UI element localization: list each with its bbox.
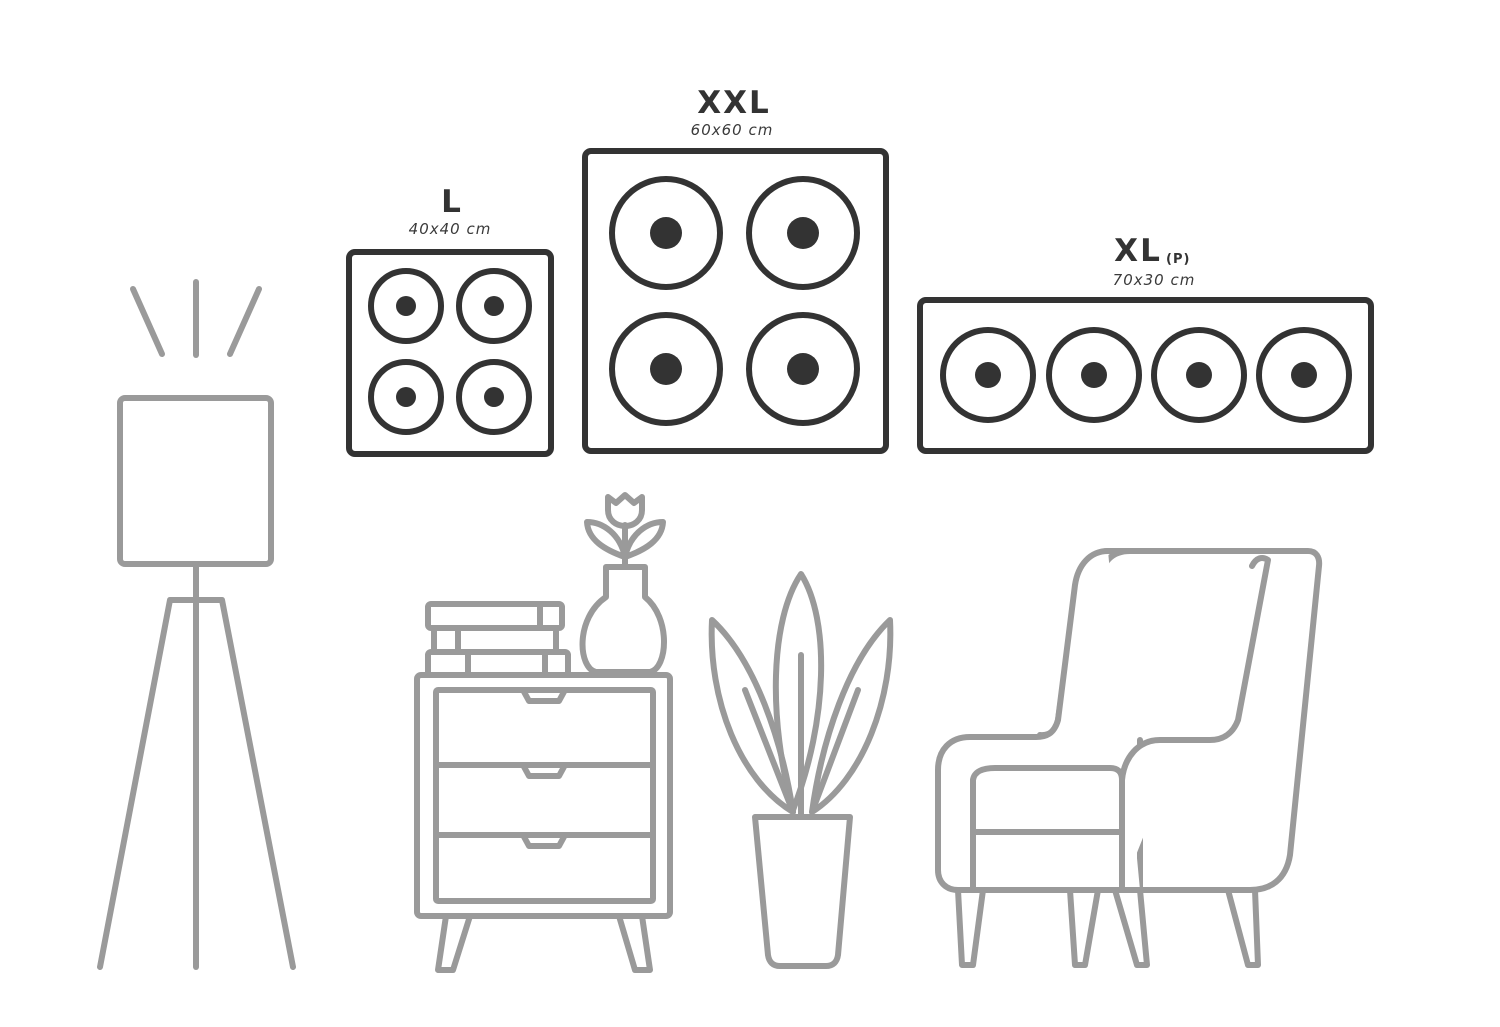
size-title-xxl: XXL (697, 85, 771, 121)
nightstand-icon (414, 672, 673, 973)
panel-xxl (582, 148, 889, 454)
panel-xl (917, 297, 1374, 454)
speaker-l-3 (368, 359, 444, 435)
label-xxl: XXL 60x60 cm (691, 85, 774, 139)
speaker-l-4 (456, 359, 532, 435)
speaker-xl-4 (1256, 327, 1352, 423)
speaker-xxl-4 (746, 312, 860, 426)
speaker-xxl-3 (609, 312, 723, 426)
size-title-xl: XL (1114, 233, 1162, 269)
books-icon (425, 601, 571, 678)
speaker-xl-3 (1151, 327, 1247, 423)
panel-l (346, 249, 554, 457)
speaker-l-1 (368, 268, 444, 344)
size-variant-xl: (P) (1166, 252, 1190, 267)
armchair-icon (935, 548, 1323, 968)
floor-lamp-icon (97, 279, 296, 970)
speaker-xl-2 (1046, 327, 1142, 423)
size-dims-xxl: 60x60 cm (691, 121, 774, 139)
vase-icon (579, 492, 667, 675)
size-dims-l: 40x40 cm (409, 220, 492, 238)
panel-frame-xl (917, 297, 1374, 454)
potted-plant-icon (708, 571, 894, 969)
size-title-l: L (441, 184, 463, 220)
speaker-xxl-1 (609, 176, 723, 290)
label-xl: XL (P) 70x30 cm (1113, 233, 1196, 289)
size-dims-xl: 70x30 cm (1113, 271, 1196, 289)
speaker-l-2 (456, 268, 532, 344)
speaker-xl-1 (940, 327, 1036, 423)
label-l: L 40x40 cm (409, 184, 492, 238)
speaker-xxl-2 (746, 176, 860, 290)
